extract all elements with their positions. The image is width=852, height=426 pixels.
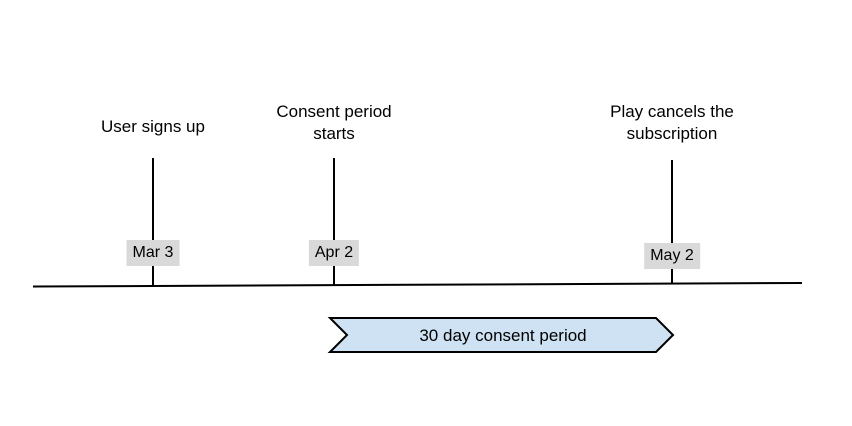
event-label-cancel: Play cancels the subscription xyxy=(610,102,734,143)
event-label-consent-start: Consent period starts xyxy=(276,102,392,143)
event-tick-line-cancel xyxy=(671,160,673,284)
event-date-chip-may2: May 2 xyxy=(644,243,700,269)
event-date-chip-mar3: Mar 3 xyxy=(126,240,180,266)
consent-period-banner-label: 30 day consent period xyxy=(419,326,587,345)
event-label-signup: User signs up xyxy=(101,117,205,136)
event-date-chip-apr2: Apr 2 xyxy=(308,240,360,266)
consent-period-banner-shape xyxy=(327,317,675,353)
timeline-axis-line xyxy=(32,282,803,288)
event-tick-line-consent-start xyxy=(333,158,335,285)
event-tick-line-signup xyxy=(152,158,154,285)
